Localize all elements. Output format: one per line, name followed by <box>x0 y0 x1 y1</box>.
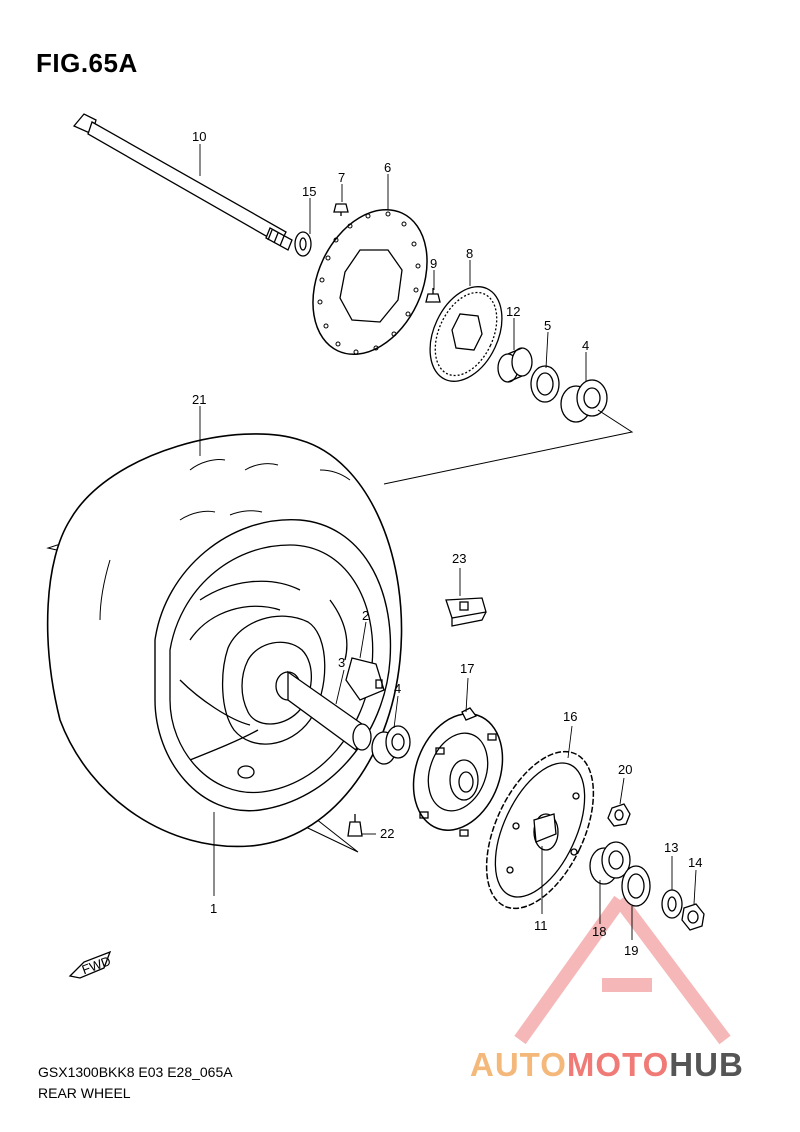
callout-20: 20 <box>618 762 632 777</box>
watermark-text: AUTOMOTOHUB <box>470 1046 744 1084</box>
watermark-part-2: MOTO <box>566 1046 670 1083</box>
callout-7: 7 <box>338 170 345 185</box>
callout-5: 5 <box>544 318 551 333</box>
brake-disc-part <box>312 208 428 356</box>
sprocket-nut-part <box>607 803 631 827</box>
watermark-part-3: HUB <box>669 1046 744 1083</box>
callout-21: 21 <box>192 392 206 407</box>
callout-19: 19 <box>624 943 638 958</box>
figure-name: REAR WHEEL <box>38 1085 131 1101</box>
axle-nut-part <box>681 903 705 931</box>
watermark-part-1: AUTO <box>470 1046 567 1083</box>
leader-lines <box>199 144 697 940</box>
hub-spacer-part <box>275 670 372 752</box>
callout-4-lower: 4 <box>394 681 401 696</box>
callout-22: 22 <box>380 826 394 841</box>
fwd-arrow-icon <box>68 950 112 979</box>
figure-code: GSX1300BKK8 E03 E28_065A <box>38 1064 233 1080</box>
axle-part <box>72 113 293 251</box>
callout-3: 3 <box>338 655 345 670</box>
figure-title: FIG.65A <box>36 48 138 78</box>
valve-part <box>347 814 363 837</box>
callout-11: 11 <box>534 918 548 933</box>
callout-17: 17 <box>460 661 474 676</box>
watermark-logo-triangle <box>514 895 731 1045</box>
callout-9: 9 <box>430 256 437 271</box>
callout-numbers: 1 2 3 4 4 5 6 7 8 9 10 11 12 13 14 15 16… <box>192 129 702 958</box>
axle-washer-part <box>661 889 683 919</box>
callout-15: 15 <box>302 184 316 199</box>
callout-14: 14 <box>688 855 702 870</box>
sensor-ring-part <box>429 286 503 382</box>
wheel-tire-part <box>46 433 403 848</box>
bearing-part-lower <box>371 725 411 765</box>
sprocket-carrier-part <box>412 707 504 837</box>
spacer-part <box>497 347 533 383</box>
callout-18: 18 <box>592 924 606 939</box>
callout-6: 6 <box>384 160 391 175</box>
sprocket-part <box>485 750 595 910</box>
clip-part <box>445 597 487 627</box>
callout-16: 16 <box>563 709 577 724</box>
bearing-part <box>560 379 608 423</box>
callout-10: 10 <box>192 129 206 144</box>
callout-8: 8 <box>466 246 473 261</box>
carrier-bearing-part <box>589 841 631 885</box>
damper-part <box>345 657 385 701</box>
callout-2: 2 <box>362 608 369 623</box>
fwd-label: FWD <box>80 953 113 977</box>
callout-1: 1 <box>210 901 217 916</box>
callout-4-upper: 4 <box>582 338 589 353</box>
sensor-ring-bolt-part <box>425 288 441 303</box>
callout-13: 13 <box>664 840 678 855</box>
callout-12: 12 <box>506 304 520 319</box>
disc-bolt-part <box>333 203 349 216</box>
oil-seal-part <box>530 365 560 403</box>
carrier-oil-seal-part <box>621 865 651 907</box>
washer-part <box>294 231 312 257</box>
callout-23: 23 <box>452 551 466 566</box>
